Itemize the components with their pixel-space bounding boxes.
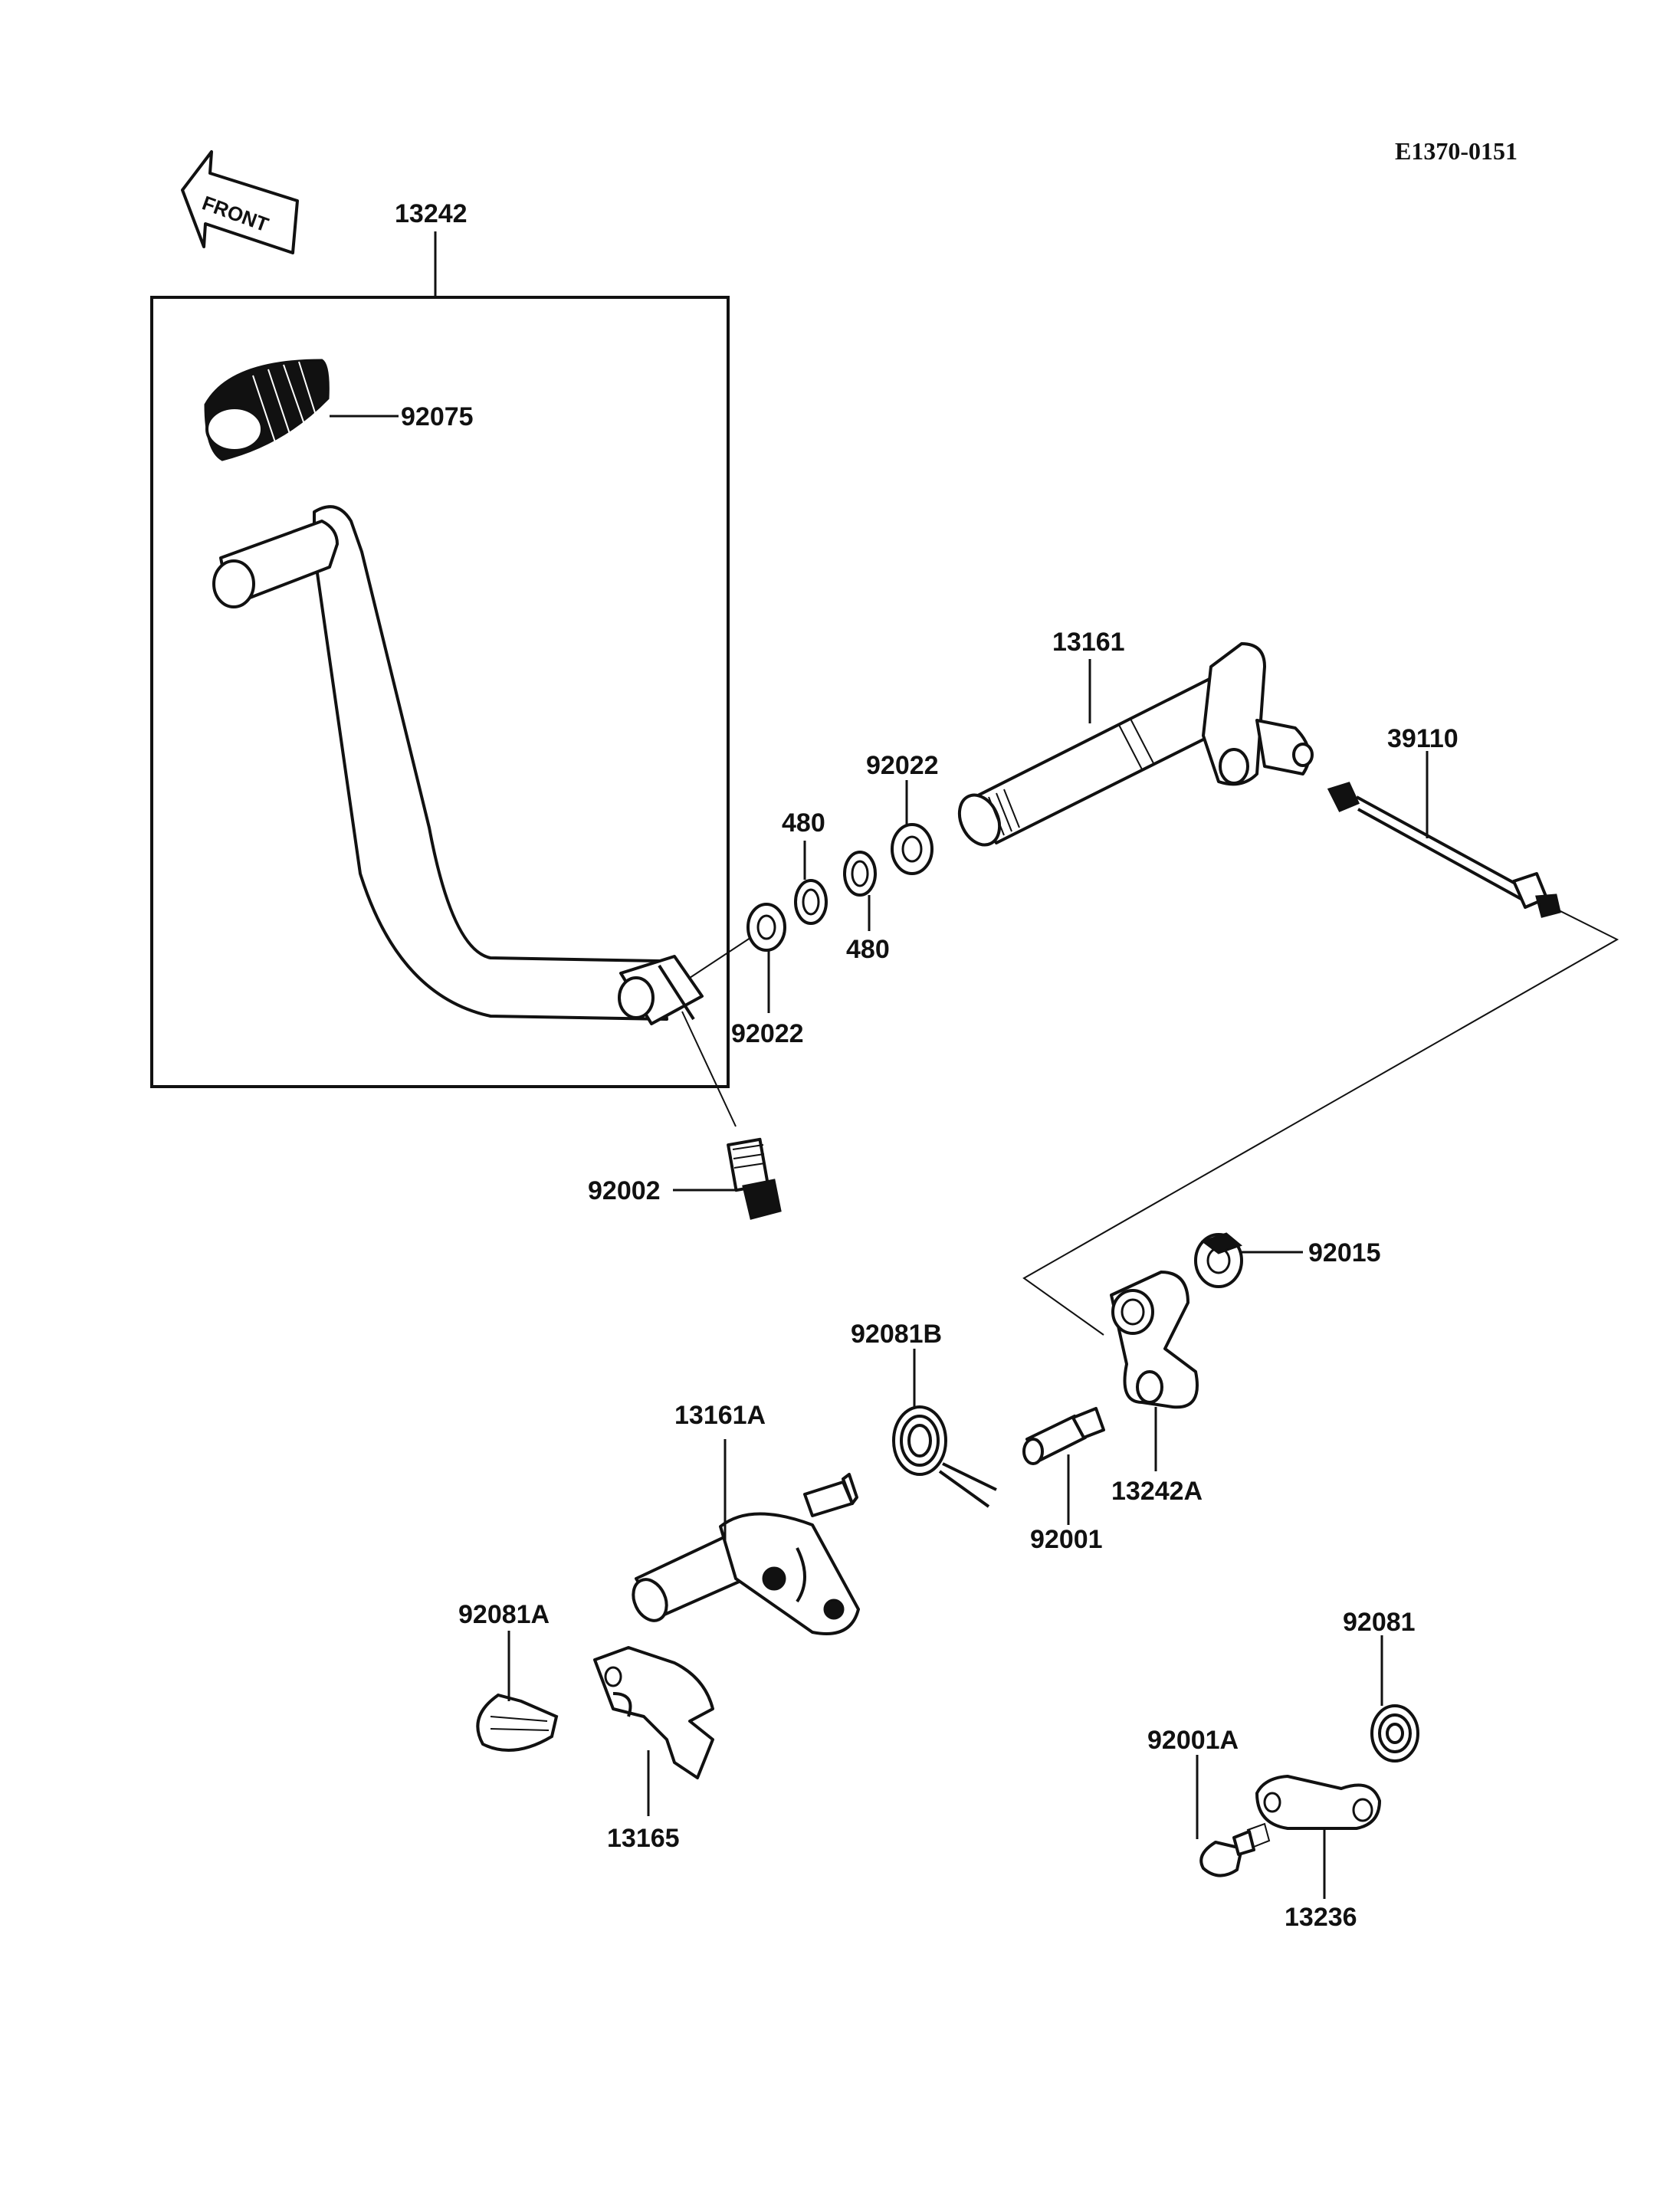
label-92001A: 92001A: [1147, 1726, 1239, 1755]
front-arrow-icon: FRONT: [181, 150, 299, 254]
circlip-480-top-icon: [794, 879, 828, 925]
label-13242: 13242: [395, 199, 468, 228]
tie-rod-39110-icon: [1327, 782, 1561, 918]
label-92022-bottom: 92022: [731, 1019, 804, 1048]
label-13236: 13236: [1285, 1903, 1357, 1932]
label-13242A: 13242A: [1111, 1477, 1203, 1506]
assembly-frame-13242: [150, 296, 730, 1088]
bolt-92002-icon: [727, 1137, 782, 1220]
shift-shaft-13161A-icon: [632, 1473, 860, 1635]
label-13161A: 13161A: [674, 1401, 766, 1430]
pin-92001-icon: [1022, 1407, 1105, 1465]
shift-arm-13242A-icon: [1110, 1271, 1199, 1409]
spring-92081B-icon: [892, 1405, 997, 1508]
label-480-bottom: 480: [846, 935, 890, 964]
label-39110: 39110: [1387, 724, 1459, 753]
label-92015: 92015: [1308, 1238, 1381, 1267]
label-92081B: 92081B: [851, 1320, 942, 1349]
circlip-480-bottom-icon: [843, 851, 877, 897]
label-92002: 92002: [588, 1176, 661, 1205]
plate-13236-icon: [1255, 1775, 1381, 1830]
washer-92022-top-icon: [891, 823, 934, 875]
shift-shaft-13161-icon: [957, 642, 1314, 847]
label-92081: 92081: [1343, 1608, 1416, 1637]
label-92081A: 92081A: [458, 1600, 550, 1629]
connection-line: [1022, 908, 1619, 1336]
label-480-top: 480: [782, 808, 825, 838]
label-13161: 13161: [1052, 628, 1125, 657]
shift-pedal-icon: [212, 505, 704, 1025]
label-13165: 13165: [607, 1824, 680, 1853]
label-92075: 92075: [401, 402, 474, 431]
washer-92022-bottom-icon: [746, 903, 786, 952]
label-92022-top: 92022: [866, 751, 939, 780]
spring-92081-icon: [1370, 1704, 1419, 1763]
plate-13165-icon: [593, 1646, 714, 1779]
label-92001: 92001: [1030, 1525, 1103, 1554]
drawing-code: E1370-0151: [1395, 137, 1518, 165]
nut-92015-icon: [1194, 1232, 1243, 1288]
clip-92081A-icon: [476, 1693, 559, 1752]
pedal-rubber-icon: [204, 359, 330, 461]
bolt-92001A-icon: [1199, 1822, 1271, 1877]
bolt-axis-line: [681, 1011, 737, 1127]
